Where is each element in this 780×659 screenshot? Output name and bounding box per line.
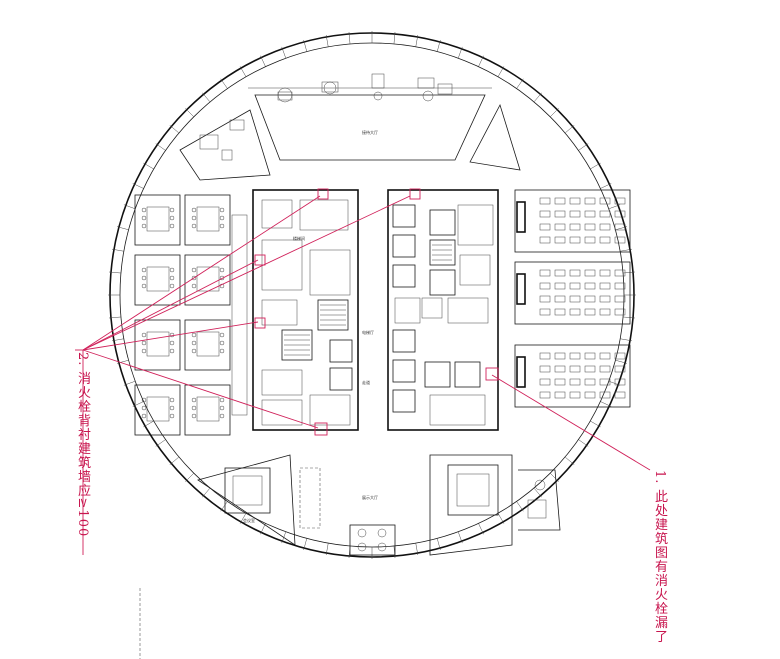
hydrant-markers — [254, 188, 499, 436]
room-label-north-hall: 接待大厅 — [362, 130, 378, 135]
annotation-leaders — [75, 195, 651, 555]
room-label-south-hall: 展示大厅 — [362, 495, 378, 500]
west-meeting-rooms — [134, 194, 248, 436]
room-label-elevator-hall: 电梯厅 — [362, 330, 374, 335]
annotation-note-left: 2. 消火栓背衬建筑墙应≥100 — [75, 352, 90, 538]
south-west-room — [197, 454, 321, 546]
room-label-stair: 楼梯间 — [293, 236, 305, 241]
north-lounge-furniture — [277, 73, 453, 103]
ne-wing — [469, 103, 521, 171]
core-west-block — [252, 189, 359, 431]
east-classrooms — [514, 189, 631, 408]
room-label-corridor: 走道 — [362, 380, 370, 385]
south-east-room — [429, 454, 561, 556]
annotation-note-right: 1. 此处建筑图有消火栓漏了 — [652, 470, 667, 644]
south-hall-counter — [349, 524, 396, 556]
core-east-block — [387, 189, 499, 431]
inner-ring — [119, 42, 625, 548]
facade-fins — [108, 31, 636, 559]
north-hall-outline — [254, 94, 486, 161]
nw-service-room — [179, 109, 271, 181]
room-label-meeting-room: 会议室 — [243, 518, 255, 523]
